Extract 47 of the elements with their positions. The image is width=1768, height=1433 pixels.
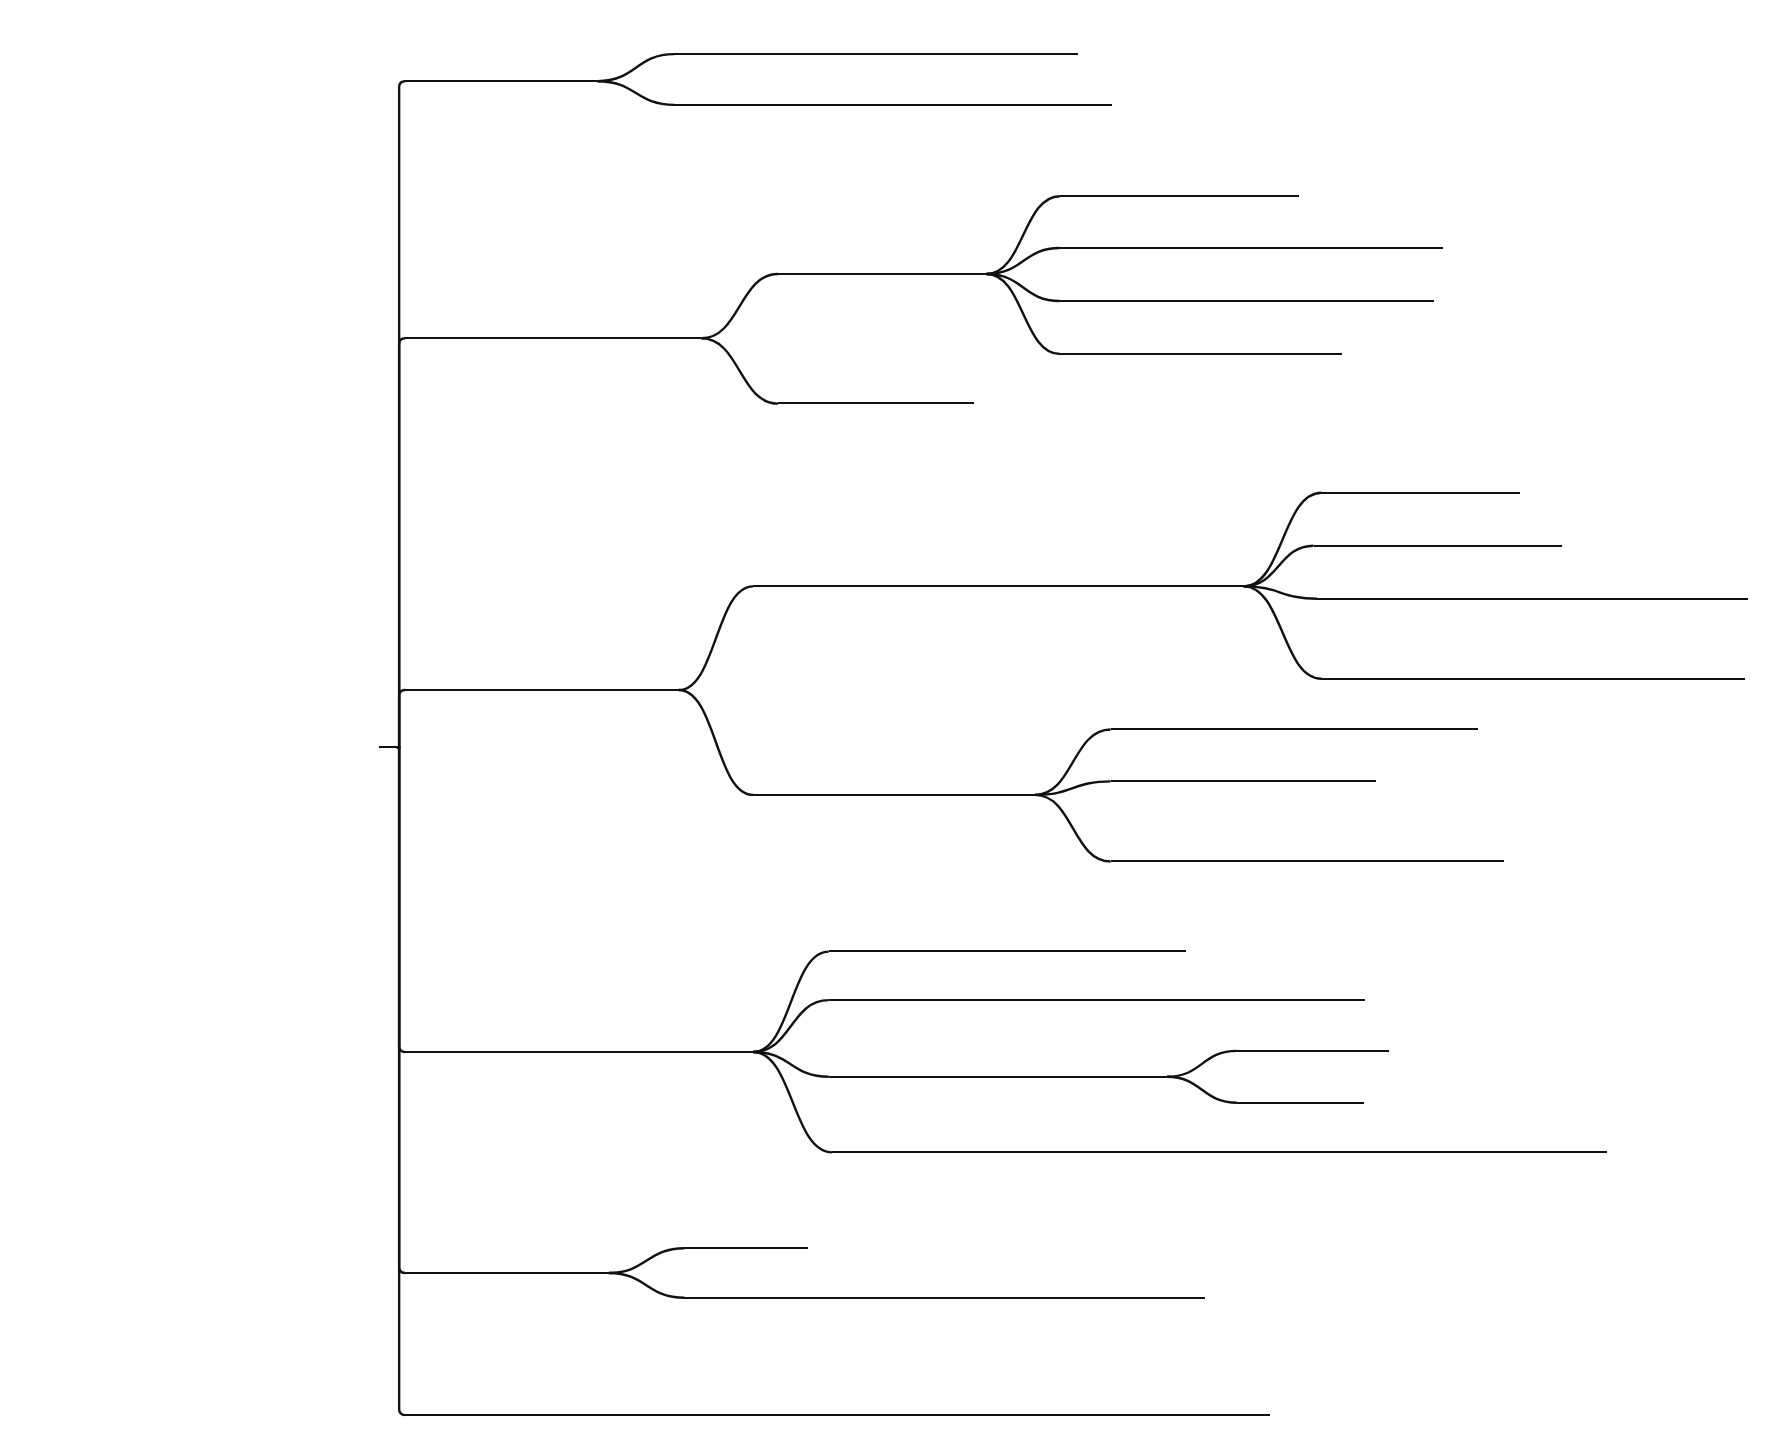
branch-line [1236, 1101, 1365, 1104]
connector [395, 746, 407, 1417]
branch-line [1059, 195, 1299, 197]
branch-line [753, 585, 1244, 588]
branch-line [1059, 352, 1342, 355]
connector [396, 688, 407, 749]
root-stub [378, 746, 397, 749]
branch-line [403, 1050, 754, 1053]
branch-line [753, 793, 1036, 796]
branch-line [403, 688, 679, 691]
branch-line [828, 998, 1366, 1001]
branch-line [1110, 860, 1505, 863]
connector [597, 80, 675, 107]
branch-line [1059, 299, 1435, 302]
connector [986, 195, 1061, 276]
connector [1034, 793, 1111, 863]
connector [678, 688, 754, 797]
branch-line [1110, 780, 1376, 783]
connector [752, 1050, 833, 1154]
branch-line [828, 1075, 1167, 1078]
connector [701, 337, 779, 405]
connector [1243, 585, 1322, 680]
connector [1166, 1075, 1237, 1104]
connector [986, 272, 1061, 356]
branch-line [403, 337, 702, 340]
branch-line [674, 103, 1112, 106]
branch-line [828, 950, 1187, 953]
branch-line [778, 272, 987, 275]
branch-line [403, 1413, 1270, 1416]
branch-line [684, 1296, 1206, 1299]
branch-line [1313, 544, 1562, 547]
branch-line [1236, 1049, 1390, 1052]
branch-line [1321, 677, 1746, 680]
branch-line [832, 1151, 1607, 1154]
connector [1166, 1049, 1237, 1078]
branch-line [403, 1271, 609, 1274]
connector [1034, 728, 1111, 797]
branch-line [403, 79, 598, 82]
branch-line [684, 1247, 809, 1249]
branch-line [1059, 246, 1444, 249]
connector [608, 1271, 685, 1299]
branch-line [1316, 597, 1748, 600]
branch-line [778, 402, 975, 405]
branch-line [1321, 491, 1520, 494]
branch-line [1110, 728, 1479, 731]
branch-line [674, 52, 1078, 55]
connector [752, 950, 829, 1054]
